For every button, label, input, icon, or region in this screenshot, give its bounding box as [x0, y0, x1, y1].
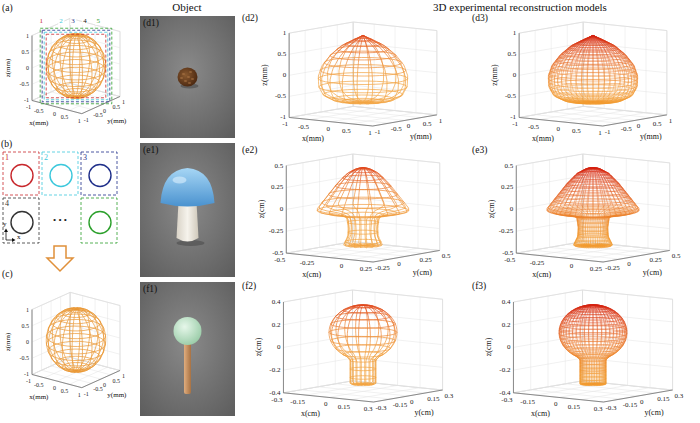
figure: Object3D experimental reconstruction mod… — [0, 0, 700, 423]
